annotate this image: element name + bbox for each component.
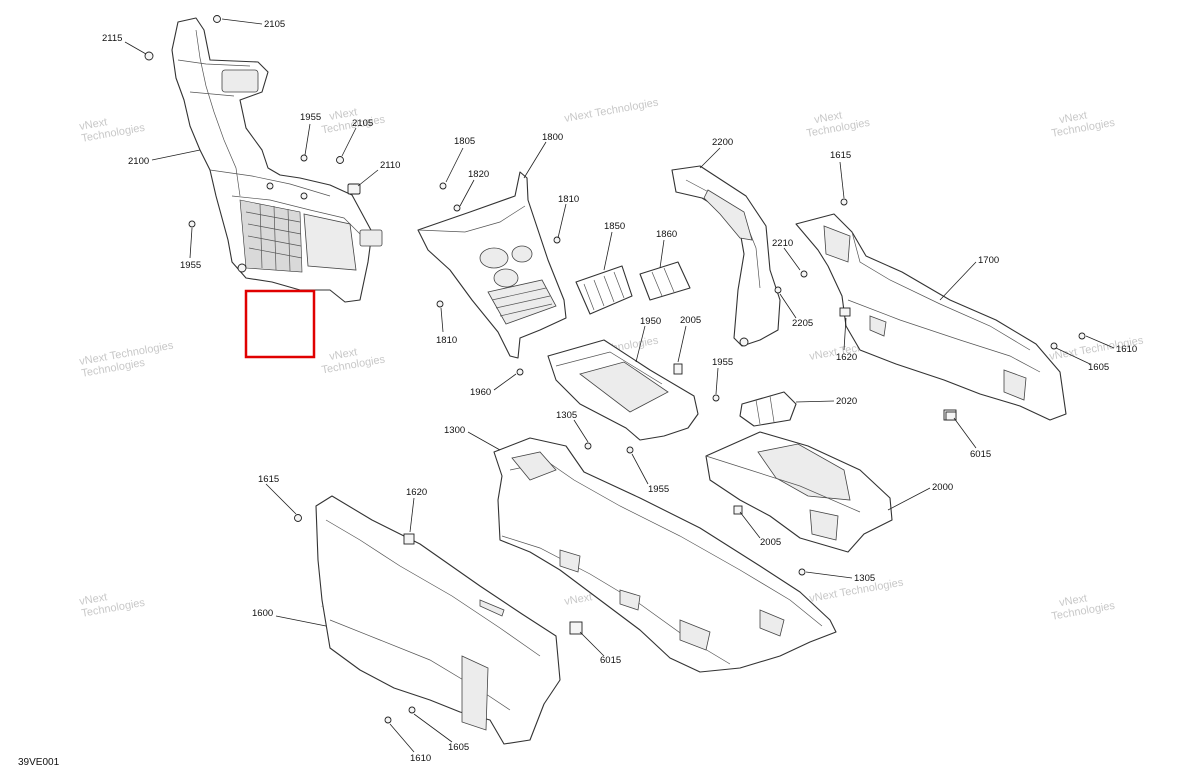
callout-1805: 1805 [454, 136, 475, 147]
highlight-box [244, 289, 316, 359]
part-1860-vent [639, 261, 691, 301]
callout-1955-lower: 1955 [180, 260, 201, 271]
callout-2105-top: 2105 [264, 19, 285, 30]
callout-1300: 1300 [444, 425, 465, 436]
part-1600-left-panel [315, 495, 561, 745]
callout-2005-upper: 2005 [680, 315, 701, 326]
callout-1860: 1860 [656, 229, 677, 240]
callout-1305-upper: 1305 [556, 410, 577, 421]
callout-2000: 2000 [932, 482, 953, 493]
drawing-id-label: 39VE001 [18, 757, 60, 768]
callout-1600: 1600 [252, 608, 273, 619]
svg-text:vNext: vNext [1058, 110, 1088, 127]
svg-text:vNext: vNext [813, 110, 843, 127]
callout-2115: 2115 [102, 33, 122, 44]
callout-1610-right: 1610 [1116, 344, 1137, 355]
watermark: vNext Technologies [78, 116, 146, 145]
callout-1605-right: 1605 [1088, 362, 1109, 373]
svg-text:vNext Technologies: vNext Technologies [563, 97, 659, 125]
callout-1610-left: 1610 [410, 753, 431, 764]
callout-1615-left: 1615 [258, 474, 279, 485]
part-1700-right-panel [795, 213, 1067, 421]
watermark: vNext Technologies [1051, 110, 1117, 140]
fasteners-1600 [294, 514, 583, 724]
callout-2200: 2200 [712, 137, 733, 148]
callouts: 2105 2115 2100 1955 2105 2110 1955 1805 … [102, 18, 1137, 764]
part-1850-vent [575, 265, 633, 315]
fasteners-2200 [774, 270, 808, 294]
part-2200-grab-handle [671, 165, 781, 347]
callout-1960: 1960 [470, 387, 491, 398]
callout-1955-upper: 1955 [300, 112, 321, 123]
callout-1620-right: 1620 [836, 352, 857, 363]
watermark: vNext Technologies [806, 110, 872, 140]
watermark: vNext Technologies [563, 97, 659, 125]
svg-text:vNext: vNext [328, 106, 358, 123]
callout-1955-center: 1955 [712, 357, 733, 368]
fasteners-1800 [436, 182, 561, 308]
callout-2100: 2100 [128, 156, 149, 167]
callout-2210: 2210 [772, 238, 793, 249]
callout-2020: 2020 [836, 396, 857, 407]
callout-1700: 1700 [978, 255, 999, 266]
callout-2110: 2110 [380, 160, 400, 171]
watermark: vNext Technologies [78, 591, 146, 620]
callout-1850: 1850 [604, 221, 625, 232]
watermark: vNext Technologies Technologies [78, 340, 174, 380]
callout-2105-mid: 2105 [352, 118, 373, 129]
part-2020-switch-panel [739, 391, 797, 427]
callout-1810-left: 1810 [436, 335, 457, 346]
svg-text:vNext: vNext [328, 346, 358, 363]
callout-1305-lower: 1305 [854, 573, 875, 584]
callout-1820: 1820 [468, 169, 489, 180]
part-2000-rear-console [705, 431, 893, 553]
watermark: vNext Technologies [321, 346, 387, 376]
callout-2205: 2205 [792, 318, 813, 329]
callout-2005-lower: 2005 [760, 537, 781, 548]
callout-1800: 1800 [542, 132, 563, 143]
callout-1810-right: 1810 [558, 194, 579, 205]
callout-1620-left: 1620 [406, 487, 427, 498]
callout-6015-left: 6015 [600, 655, 621, 666]
svg-text:vNext: vNext [78, 116, 108, 133]
watermark: vNext Technologies [1051, 593, 1117, 623]
part-1300-tunnel-console [493, 437, 837, 673]
part-1950-cupholder-bezel [516, 339, 720, 441]
callout-1605-left: 1605 [448, 742, 469, 753]
part-1800-center-bezel [417, 171, 567, 359]
fasteners-2100 [144, 15, 361, 228]
callout-1955-bottom: 1955 [648, 484, 669, 495]
fasteners-2000 [584, 411, 957, 576]
svg-text:vNext: vNext [78, 591, 108, 608]
callout-1950: 1950 [640, 316, 661, 327]
callout-1615-right: 1615 [830, 150, 851, 161]
part-2100-support-bracket [171, 17, 383, 303]
callout-6015-right: 6015 [970, 449, 991, 460]
svg-text:vNext: vNext [1058, 593, 1088, 610]
